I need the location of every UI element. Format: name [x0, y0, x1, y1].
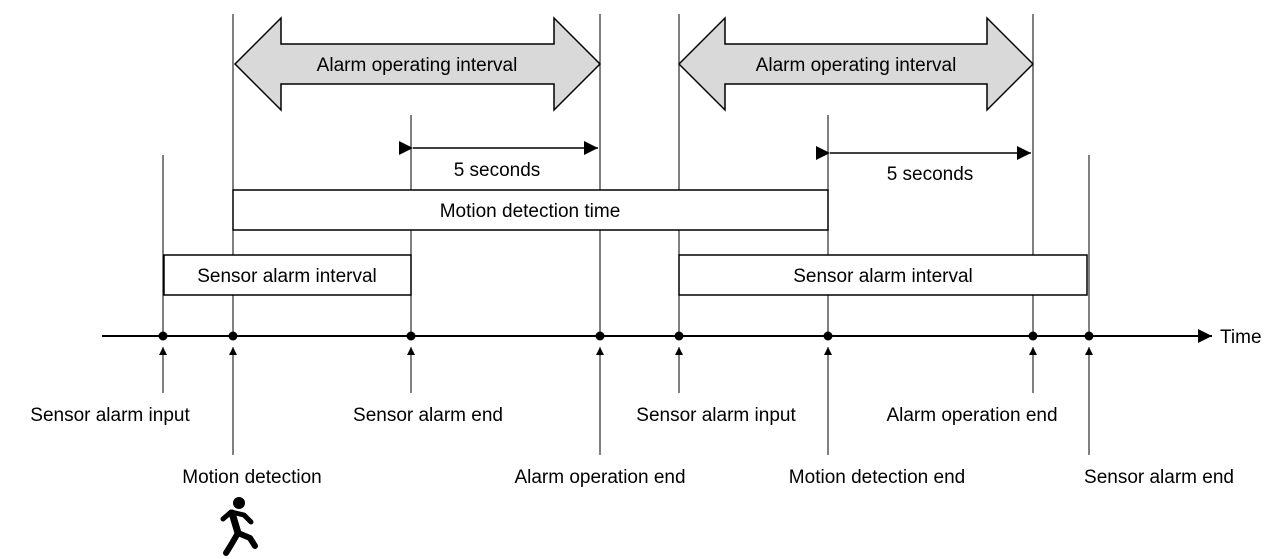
- alarm-interval-arrow-2: Alarm operating interval: [677, 16, 1035, 112]
- delay-label: 5 seconds: [887, 164, 974, 185]
- event-label-sensor-alarm-end: Sensor alarm end: [1084, 467, 1234, 488]
- event-dot: [674, 331, 684, 341]
- event-dot: [595, 331, 605, 341]
- sensor-alarm-interval-box-1: Sensor alarm interval: [163, 254, 412, 296]
- event-label-sensor-alarm-input: Sensor alarm input: [636, 405, 796, 426]
- event-dots: [158, 331, 1094, 341]
- event-label-alarm-operation-end: Alarm operation end: [886, 405, 1057, 426]
- motion-detection-time-box: Motion detection time: [232, 189, 829, 231]
- event-dot: [228, 331, 238, 341]
- delay-label: 5 seconds: [454, 160, 541, 181]
- event-label-sensor-alarm-end: Sensor alarm end: [353, 405, 503, 426]
- event-dot: [1084, 331, 1094, 341]
- box-label: Motion detection time: [440, 201, 621, 222]
- box-label: Sensor alarm interval: [197, 266, 377, 287]
- alarm-interval-label: Alarm operating interval: [317, 55, 518, 76]
- alarm-interval-arrow-1: Alarm operating interval: [233, 16, 602, 112]
- box-label: Sensor alarm interval: [793, 266, 973, 287]
- event-label-alarm-operation-end: Alarm operation end: [514, 467, 685, 488]
- event-dot: [823, 331, 833, 341]
- running-person-icon: [220, 497, 258, 556]
- event-dot: [158, 331, 168, 341]
- event-pointers: [159, 347, 1093, 455]
- event-label-motion-detection-end: Motion detection end: [789, 467, 965, 488]
- event-label-sensor-alarm-input: Sensor alarm input: [30, 405, 190, 426]
- alarm-interval-label: Alarm operating interval: [756, 55, 957, 76]
- delay-arrow-1: 5 seconds: [399, 141, 598, 181]
- event-dot: [1028, 331, 1038, 341]
- time-axis-label: Time: [1220, 327, 1262, 348]
- delay-arrow-2: 5 seconds: [816, 146, 1031, 185]
- event-labels: Sensor alarm input Motion detection Sens…: [30, 405, 1234, 488]
- event-label-motion-detection: Motion detection: [182, 467, 321, 488]
- time-axis: Time: [102, 327, 1262, 348]
- event-dot: [406, 331, 416, 341]
- sensor-alarm-interval-box-2: Sensor alarm interval: [678, 254, 1088, 296]
